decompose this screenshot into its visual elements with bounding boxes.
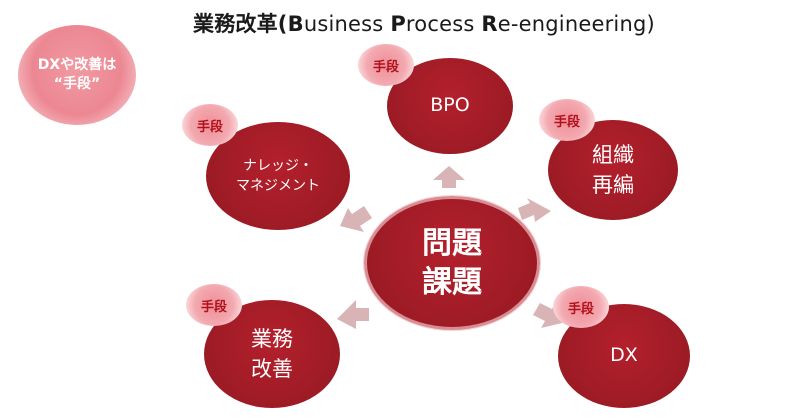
arrow-up xyxy=(433,166,465,188)
node-business-line1: 業務 xyxy=(251,326,293,351)
node-org-line1: 組織 xyxy=(592,142,634,167)
arrow-downleft xyxy=(337,300,369,329)
tag-org-label: 手段 xyxy=(553,114,580,130)
note-line1: DXや改善は xyxy=(37,57,117,74)
diagram-title: 業務改革(Business Process Re-engineering) xyxy=(193,12,655,36)
node-knowledge-line2: マネジメント xyxy=(236,178,320,194)
node-org-line2: 再編 xyxy=(592,173,634,197)
note-line2: “手段” xyxy=(53,76,101,92)
node-knowledge-management: ナレッジ・ マネジメント xyxy=(206,122,350,230)
center-line2: 課題 xyxy=(422,265,482,300)
node-bpo-label: BPO xyxy=(430,94,470,117)
note-bubble: DXや改善は “手段” xyxy=(18,25,136,125)
center-line1: 問題 xyxy=(422,226,482,261)
tag-business: 手段 xyxy=(186,284,242,326)
node-business-line2: 改善 xyxy=(251,357,293,381)
tag-dx-label: 手段 xyxy=(567,301,594,317)
node-knowledge-line1: ナレッジ・ xyxy=(243,157,313,174)
tag-knowledge: 手段 xyxy=(182,104,238,146)
tag-bpo: 手段 xyxy=(358,44,414,86)
tag-knowledge-label: 手段 xyxy=(196,119,223,135)
arrow-upleft xyxy=(340,206,372,232)
tag-org: 手段 xyxy=(539,99,595,141)
node-center-issues: 問題 課題 xyxy=(364,196,540,330)
tag-business-label: 手段 xyxy=(200,299,227,315)
tag-dx: 手段 xyxy=(553,286,609,328)
tag-bpo-label: 手段 xyxy=(372,59,399,75)
arrow-upright xyxy=(518,198,551,222)
node-dx-label: DX xyxy=(610,344,638,367)
